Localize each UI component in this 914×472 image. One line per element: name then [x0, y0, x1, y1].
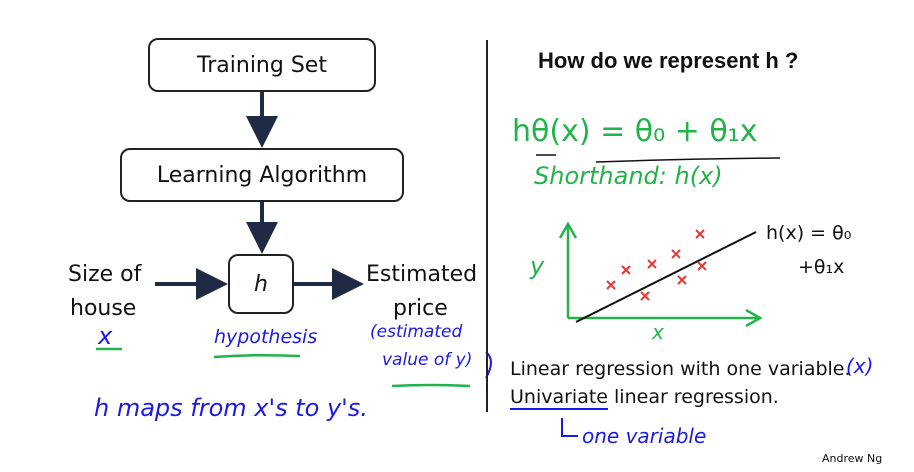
vertical-divider: [486, 40, 488, 412]
author-credit: Andrew Ng: [822, 452, 883, 465]
hypothesis-box-label: h: [254, 271, 268, 297]
learning-algorithm-box: Learning Algorithm: [120, 148, 404, 202]
one-variable-note: one variable: [582, 424, 707, 448]
hypothesis-formula: hθ(x) = θ₀ + θ₁x: [512, 114, 758, 149]
estimated-underline: [391, 383, 471, 388]
univariate-text: Univariate linear regression.: [510, 386, 779, 408]
data-points: [606, 229, 707, 301]
output-label-line1: Estimated: [366, 262, 478, 287]
training-set-label: Training Set: [197, 52, 327, 78]
input-label-line2: house: [70, 296, 137, 321]
hypothesis-note: hypothesis: [214, 326, 318, 348]
one-variable-bracket: [561, 418, 578, 437]
linear-regression-text: Linear regression with one variable.: [510, 358, 851, 380]
graph-y-label: y: [530, 252, 545, 280]
estimated-note-line2: value of y): [382, 350, 473, 370]
graph-x-arrowhead: [745, 308, 763, 328]
hx-note-line2: +θ₁x: [798, 256, 845, 278]
estimated-note-line1: (estimated: [370, 322, 463, 342]
regression-line: [575, 231, 757, 323]
hx-note-line1: h(x) = θ₀: [766, 222, 852, 244]
right-title: How do we represent h ?: [538, 48, 799, 73]
training-set-box: Training Set: [148, 38, 376, 92]
learning-algorithm-label: Learning Algorithm: [156, 162, 368, 188]
hypothesis-underline: [213, 353, 301, 359]
input-label-line1: Size of: [68, 262, 142, 287]
graph-x-label: x: [652, 320, 664, 344]
formula-underline: [595, 157, 781, 163]
output-label-line2: price: [393, 296, 448, 321]
shorthand-note: Shorthand: h(x): [534, 162, 723, 190]
graph-y-arrowhead: [558, 221, 578, 239]
maps-note: h maps from x's to y's.: [94, 394, 368, 422]
x-paren-note: (x): [846, 354, 874, 378]
hypothesis-box: h: [228, 254, 294, 314]
x-note: x: [98, 322, 113, 350]
